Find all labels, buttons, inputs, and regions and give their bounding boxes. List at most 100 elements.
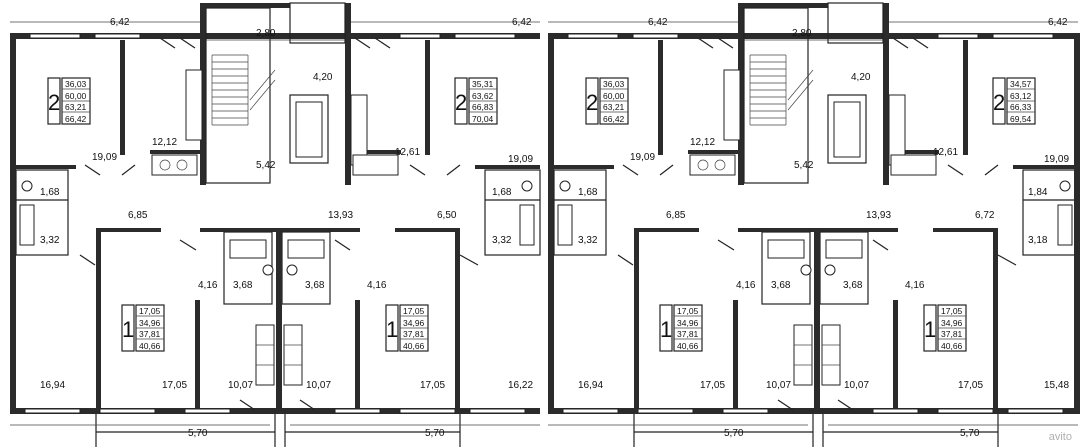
room-area: 3,32: [40, 235, 60, 246]
dim-top-left-b: 6,42: [648, 17, 668, 28]
area-value: 37,81: [677, 329, 699, 339]
room-area: 6,85: [666, 210, 686, 221]
room-area: 19,09: [508, 154, 533, 165]
rooms-count: 1: [660, 317, 672, 342]
section-a-walls: [9, 2, 541, 447]
right-outer-wall: [1074, 33, 1080, 414]
area-value: 17,05: [941, 306, 963, 316]
area-value: 40,66: [139, 341, 161, 351]
area-value: 37,81: [403, 329, 425, 339]
room-area: 3,32: [578, 235, 598, 246]
room-area: 3,32: [492, 235, 512, 246]
room-area: 13,93: [866, 210, 891, 221]
area-value: 34,96: [941, 318, 963, 328]
room-area: 4,16: [198, 280, 218, 291]
room-area: 10,07: [766, 380, 791, 391]
area-value: 40,66: [941, 341, 963, 351]
area-value: 63,21: [65, 102, 87, 112]
dim-stair-a: 2,80: [256, 28, 276, 39]
section-b-walls: [547, 2, 1079, 447]
room-area: 12,61: [933, 147, 958, 158]
dim-stair-b: 2,80: [792, 28, 812, 39]
area-value: 34,96: [677, 318, 699, 328]
room-area: 1,68: [492, 187, 512, 198]
room-area: 16,94: [578, 380, 603, 391]
dim-bottom-4: 5,70: [960, 428, 980, 439]
room-area: 19,09: [92, 152, 117, 163]
apartment-label-1room-4: 1 17,05 34,96 37,81 40,66: [924, 306, 963, 351]
room-area: 5,42: [794, 160, 814, 171]
room-area: 1,84: [1028, 187, 1048, 198]
room-area: 16,94: [40, 380, 65, 391]
rooms-count: 2: [993, 90, 1005, 115]
area-value: 40,66: [403, 341, 425, 351]
area-value: 63,21: [603, 102, 625, 112]
room-area: 4,20: [851, 72, 871, 83]
room-areas-section-b: 19,09 12,12 4,20 5,42 12,61 19,09 1,68 3…: [578, 72, 1069, 391]
area-value: 66,42: [603, 114, 625, 124]
apartment-label-1room-2: 1 17,05 34,96 37,81 40,66: [386, 306, 425, 351]
room-area: 3,68: [233, 280, 253, 291]
rooms-count: 1: [122, 317, 134, 342]
dim-bottom-1: 5,70: [188, 428, 208, 439]
room-area: 13,93: [328, 210, 353, 221]
area-value: 34,96: [403, 318, 425, 328]
dim-top-right-b: 6,42: [1048, 17, 1068, 28]
room-area: 3,68: [305, 280, 325, 291]
area-value: 36,03: [65, 79, 87, 89]
rooms-count: 1: [386, 317, 398, 342]
room-area: 10,07: [844, 380, 869, 391]
apartment-label-2room-2: 2 35,31 63,62 66,83 70,04: [455, 79, 494, 124]
area-value: 34,57: [1010, 79, 1032, 89]
area-value: 34,96: [139, 318, 161, 328]
room-area: 4,16: [905, 280, 925, 291]
area-value: 17,05: [139, 306, 161, 316]
room-area: 4,16: [736, 280, 756, 291]
area-value: 37,81: [139, 329, 161, 339]
rooms-count: 2: [455, 90, 467, 115]
room-area: 3,68: [771, 280, 791, 291]
area-value: 66,83: [472, 102, 494, 112]
room-area: 17,05: [162, 380, 187, 391]
room-area: 17,05: [958, 380, 983, 391]
area-value: 63,12: [1010, 91, 1032, 101]
apartment-label-1room-3: 1 17,05 34,96 37,81 40,66: [660, 306, 699, 351]
area-value: 69,54: [1010, 114, 1032, 124]
room-area: 12,12: [690, 137, 715, 148]
room-area: 12,12: [152, 137, 177, 148]
room-area: 1,68: [578, 187, 598, 198]
room-area: 19,09: [1044, 154, 1069, 165]
area-value: 37,81: [941, 329, 963, 339]
room-area: 10,07: [306, 380, 331, 391]
dim-top-left-a: 6,42: [110, 17, 130, 28]
apartment-label-1room-1: 1 17,05 34,96 37,81 40,66: [122, 306, 161, 351]
area-value: 17,05: [677, 306, 699, 316]
dim-bottom-3: 5,70: [724, 428, 744, 439]
room-area: 15,48: [1044, 380, 1069, 391]
area-value: 36,03: [603, 79, 625, 89]
room-area: 3,68: [843, 280, 863, 291]
room-areas-section-a: 19,09 12,12 4,20 5,42 12,61 19,09 1,68 3…: [40, 72, 533, 391]
rooms-count: 1: [924, 317, 936, 342]
apartment-label-2room-1: 2 36,03 60,00 63,21 66,42: [48, 79, 87, 124]
area-value: 63,62: [472, 91, 494, 101]
room-area: 3,18: [1028, 235, 1048, 246]
apartment-label-2room-3: 2 36,03 60,00 63,21 66,42: [586, 79, 625, 124]
dim-bottom-2: 5,70: [425, 428, 445, 439]
apartment-label-2room-4: 2 34,57 63,12 66,33 69,54: [993, 79, 1032, 124]
area-value: 66,33: [1010, 102, 1032, 112]
area-value: 60,00: [603, 91, 625, 101]
area-value: 35,31: [472, 79, 494, 89]
area-value: 70,04: [472, 114, 494, 124]
room-area: 19,09: [630, 152, 655, 163]
room-area: 4,20: [313, 72, 333, 83]
room-area: 10,07: [228, 380, 253, 391]
room-area: 16,22: [508, 380, 533, 391]
room-area: 17,05: [700, 380, 725, 391]
room-area: 5,42: [256, 160, 276, 171]
room-area: 6,50: [437, 210, 457, 221]
room-area: 4,16: [367, 280, 387, 291]
area-value: 60,00: [65, 91, 87, 101]
watermark: avito: [1048, 431, 1072, 443]
